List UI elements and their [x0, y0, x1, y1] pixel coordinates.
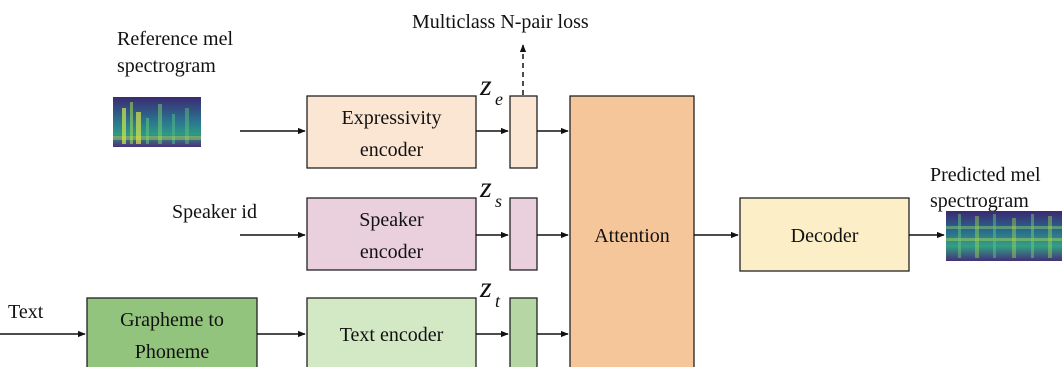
loss-label: Multiclass N-pair loss: [412, 11, 589, 33]
speaker-encoder-label-line2: encoder: [360, 241, 424, 263]
svg-text:s: s: [495, 191, 502, 211]
zs-label: z s: [479, 171, 502, 211]
speaker-id-label: Speaker id: [172, 201, 257, 223]
svg-text:z: z: [479, 69, 492, 102]
reference-label-line1: Reference mel: [117, 28, 233, 50]
zt-vector: [509, 297, 538, 367]
ze-label: z e: [479, 69, 503, 109]
speaker-encoder-box: [306, 197, 477, 271]
decoder-label: Decoder: [791, 225, 859, 247]
svg-text:z: z: [479, 171, 492, 204]
predicted-label-line2: spectrogram: [930, 190, 1029, 212]
zs-vector: [509, 197, 538, 271]
svg-text:t: t: [495, 291, 501, 311]
ze-vector: [509, 95, 538, 169]
text-encoder-box: [306, 297, 477, 367]
svg-text:e: e: [495, 89, 503, 109]
expressivity-encoder-label-line1: Expressivity: [342, 107, 442, 129]
attention-label: Attention: [594, 225, 670, 247]
attention-box: [569, 95, 695, 367]
predicted-spectrogram-image: [946, 211, 1062, 261]
reference-spectrogram-image: [113, 97, 201, 147]
predicted-label-line1: Predicted mel: [930, 164, 1041, 186]
text-encoder-label: Text encoder: [340, 324, 444, 346]
expressivity-encoder-box: [306, 95, 477, 169]
expressivity-encoder-label-line2: encoder: [360, 139, 424, 161]
zt-label: z t: [479, 271, 501, 311]
g2p-label-line1: Grapheme to: [120, 309, 224, 331]
g2p-label-line2: Phoneme: [135, 341, 210, 363]
decoder-box: [739, 197, 910, 272]
svg-text:z: z: [479, 271, 492, 304]
speaker-encoder-label-line1: Speaker: [359, 209, 424, 231]
g2p-box: [86, 297, 258, 367]
text-input-label: Text: [8, 301, 44, 323]
reference-label-line2: spectrogram: [117, 55, 216, 77]
